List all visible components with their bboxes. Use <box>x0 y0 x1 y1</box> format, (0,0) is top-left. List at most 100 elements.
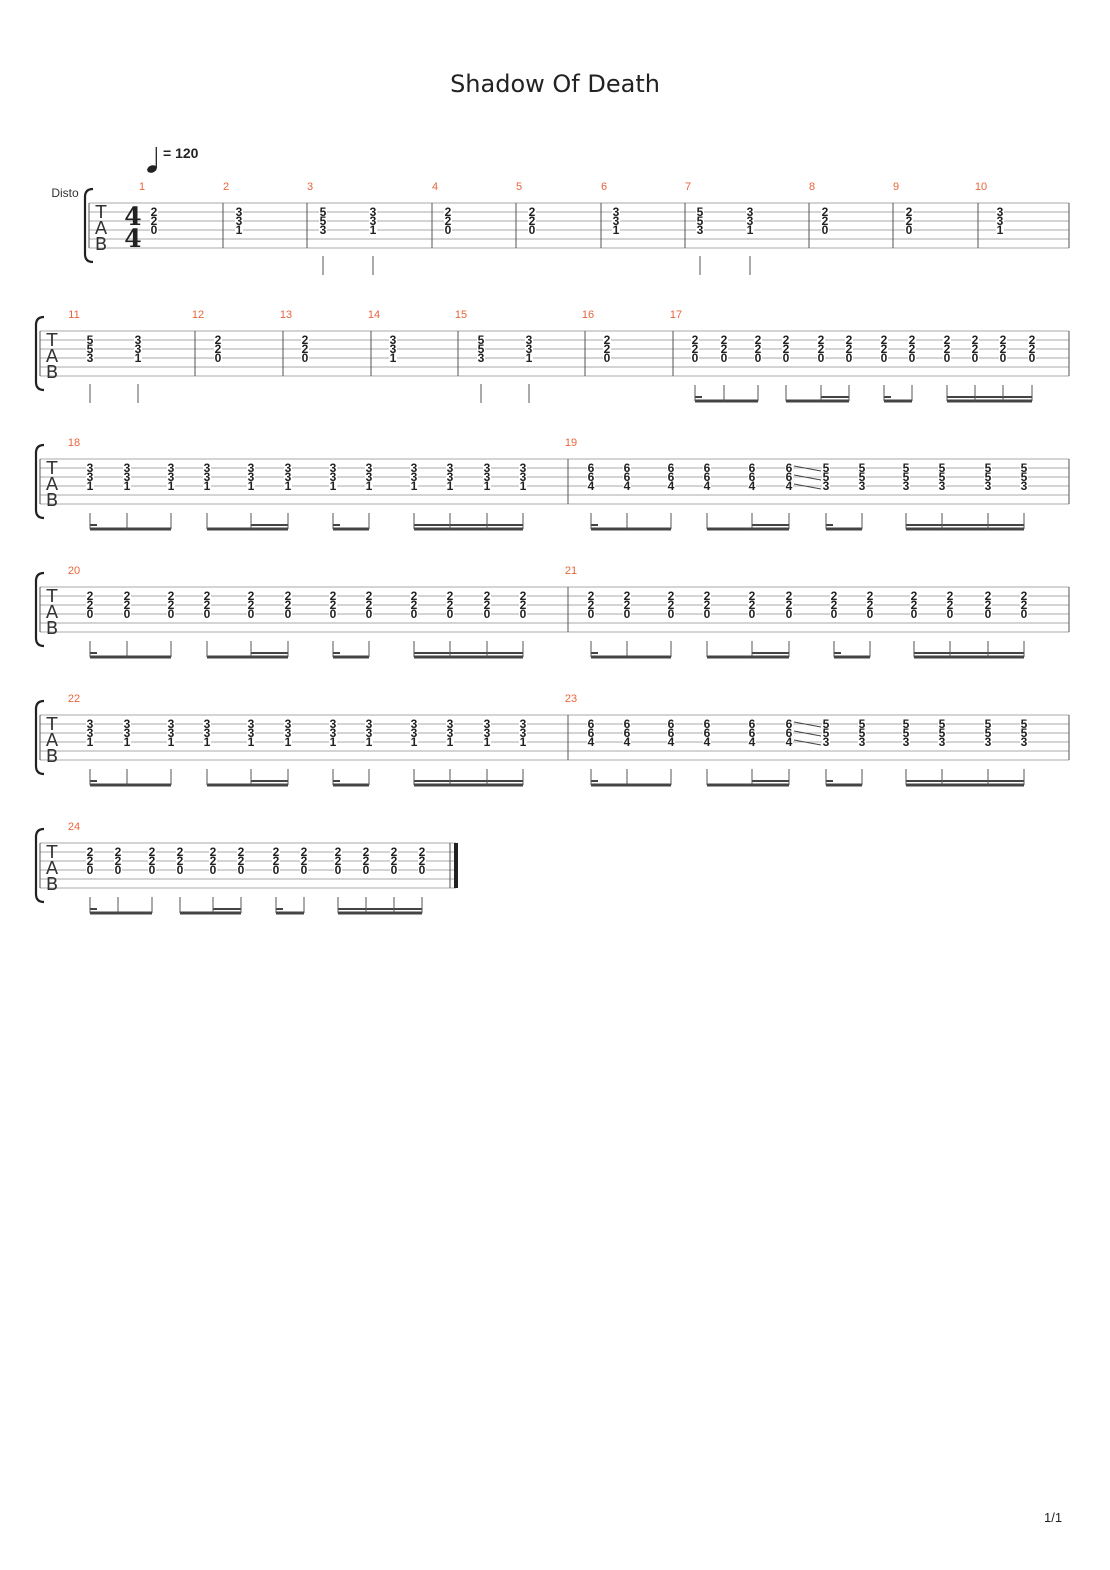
fret-bg <box>720 344 728 354</box>
fret-number: 3 <box>447 717 454 731</box>
fret-bg <box>748 728 756 738</box>
fret-number: 0 <box>302 351 309 365</box>
fret-bg <box>996 225 1004 235</box>
fret-bg <box>483 463 491 473</box>
fret-number: 5 <box>939 470 946 484</box>
tab-clef-b: B <box>46 874 58 895</box>
fret-bg <box>446 609 454 619</box>
fret-bg <box>150 207 158 217</box>
fret-bg <box>329 719 337 729</box>
fret-number: 1 <box>330 479 337 493</box>
fret-number: 0 <box>947 607 954 621</box>
fret-number: 3 <box>87 717 94 731</box>
fret-number: 3 <box>168 470 175 484</box>
fret-bg <box>247 472 255 482</box>
fret-number: 1 <box>236 223 243 237</box>
fret-number: 2 <box>529 214 536 228</box>
fret-number: 2 <box>624 589 631 603</box>
fret-bg <box>984 609 992 619</box>
tab-clef-t: T <box>95 202 108 223</box>
fret-number: 2 <box>721 342 728 356</box>
fret-bg <box>858 481 866 491</box>
fret-bg <box>938 719 946 729</box>
fret-number: 0 <box>330 607 337 621</box>
fret-number: 3 <box>248 726 255 740</box>
fret-bg <box>86 481 94 491</box>
fret-number: 2 <box>867 598 874 612</box>
fret-bg <box>284 463 292 473</box>
fret-number: 5 <box>823 717 830 731</box>
fret-bg <box>477 335 485 345</box>
fret-bg <box>247 737 255 747</box>
fret-number: 0 <box>248 607 255 621</box>
fret-number: 2 <box>911 589 918 603</box>
fret-number: 1 <box>248 479 255 493</box>
fret-number: 3 <box>248 470 255 484</box>
slide-line <box>793 739 822 746</box>
fret-number: 5 <box>478 342 485 356</box>
fret-bg <box>444 207 452 217</box>
fret-bg <box>365 463 373 473</box>
fret-number: 3 <box>124 461 131 475</box>
fret-bg <box>519 728 527 738</box>
fret-bg <box>86 344 94 354</box>
fret-number: 1 <box>411 735 418 749</box>
fret-bg <box>667 481 675 491</box>
fret-number: 6 <box>668 717 675 731</box>
fret-bg <box>123 719 131 729</box>
fret-number: 1 <box>747 223 754 237</box>
fret-bg <box>943 335 951 345</box>
fret-bg <box>938 728 946 738</box>
fret-number: 6 <box>704 461 711 475</box>
fret-number: 0 <box>520 607 527 621</box>
fret-number: 3 <box>823 479 830 493</box>
fret-number: 5 <box>320 214 327 228</box>
fret-bg <box>519 481 527 491</box>
fret-bg <box>984 728 992 738</box>
fret-bg <box>703 472 711 482</box>
fret-bg <box>446 481 454 491</box>
fret-number: 5 <box>87 342 94 356</box>
fret-number: 2 <box>248 598 255 612</box>
fret-number: 5 <box>903 726 910 740</box>
fret-bg <box>446 719 454 729</box>
fret-bg <box>902 737 910 747</box>
fret-number: 2 <box>447 589 454 603</box>
fret-bg <box>822 472 830 482</box>
fret-bg <box>284 481 292 491</box>
fret-number: 2 <box>972 342 979 356</box>
measure-number: 10 <box>975 181 987 193</box>
fret-number: 3 <box>484 461 491 475</box>
fret-number: 0 <box>588 607 595 621</box>
fret-number: 6 <box>588 726 595 740</box>
fret-number: 2 <box>909 333 916 347</box>
fret-bg <box>696 216 704 226</box>
fret-bg <box>214 353 222 363</box>
fret-number: 2 <box>248 589 255 603</box>
fret-number: 1 <box>447 479 454 493</box>
fret-bg <box>623 609 631 619</box>
fret-number: 3 <box>168 461 175 475</box>
fret-bg <box>667 737 675 747</box>
fret-bg <box>691 335 699 345</box>
fret-number: 5 <box>939 717 946 731</box>
fret-bg <box>235 207 243 217</box>
fret-number: 4 <box>624 479 631 493</box>
fret-bg <box>390 865 398 875</box>
fret-number: 2 <box>668 589 675 603</box>
fret-bg <box>284 591 292 601</box>
fret-bg <box>691 353 699 363</box>
fret-bg <box>623 600 631 610</box>
fret-number: 6 <box>749 461 756 475</box>
fret-bg <box>748 472 756 482</box>
fret-number: 3 <box>613 214 620 228</box>
fret-bg <box>390 847 398 857</box>
fret-bg <box>519 737 527 747</box>
fret-bg <box>785 600 793 610</box>
fret-number: 3 <box>87 726 94 740</box>
fret-number: 2 <box>302 333 309 347</box>
fret-bg <box>1020 463 1028 473</box>
fret-number: 6 <box>704 726 711 740</box>
fret-number: 6 <box>624 461 631 475</box>
fret-bg <box>908 344 916 354</box>
